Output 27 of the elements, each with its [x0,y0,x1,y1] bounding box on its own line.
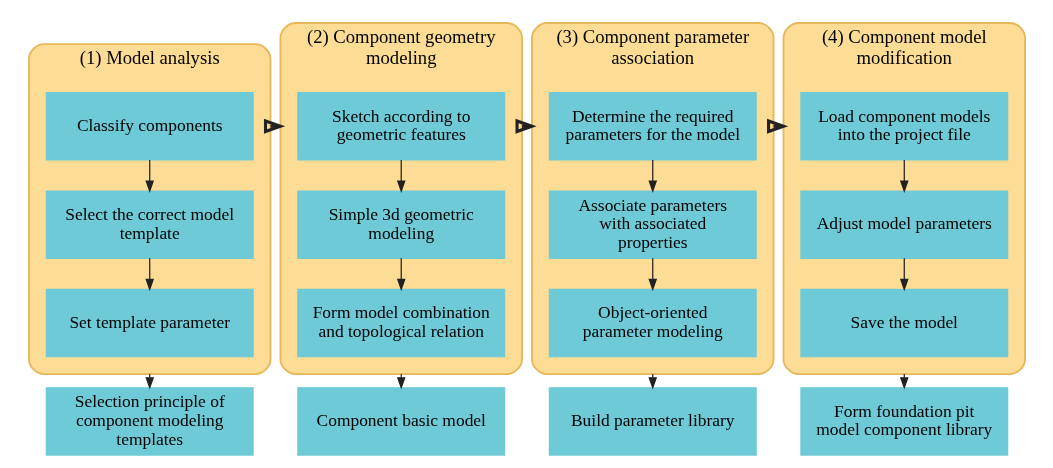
node-box: Object-oriented parameter modeling [548,288,757,358]
arrow [647,159,657,193]
node-box: Form model combination and topological relation [296,288,505,358]
node-box: Set template parameter [45,288,254,358]
node-box: Save the model [799,288,1008,358]
node-box: Sketch according to geometric features [296,92,505,161]
node-box: Component basic model [296,387,505,456]
node-box: Form foundation pit model component library [799,387,1008,456]
node-box: Simple 3d geometric modeling [296,190,505,259]
node-box: Selection principle of component modeling templates [45,387,254,456]
arrow [144,257,154,292]
node-box: Determine the required parameters for the model [548,92,757,161]
node-box: Classify components [45,92,254,161]
arrow [899,257,909,292]
arrow [263,118,285,134]
node-box: Select the correct model template [45,190,254,259]
node-box: Build parameter library [548,387,757,456]
node-box: Load component models into the project file [799,92,1008,161]
arrow [396,159,406,193]
node-box: Adjust model parameters [799,190,1008,259]
node-box: Associate parameters with associated properties [548,190,757,259]
arrow [515,118,537,134]
arrow [396,257,406,292]
arrow [766,118,788,134]
arrow [647,257,657,292]
arrow [899,159,909,193]
arrow [144,159,154,193]
